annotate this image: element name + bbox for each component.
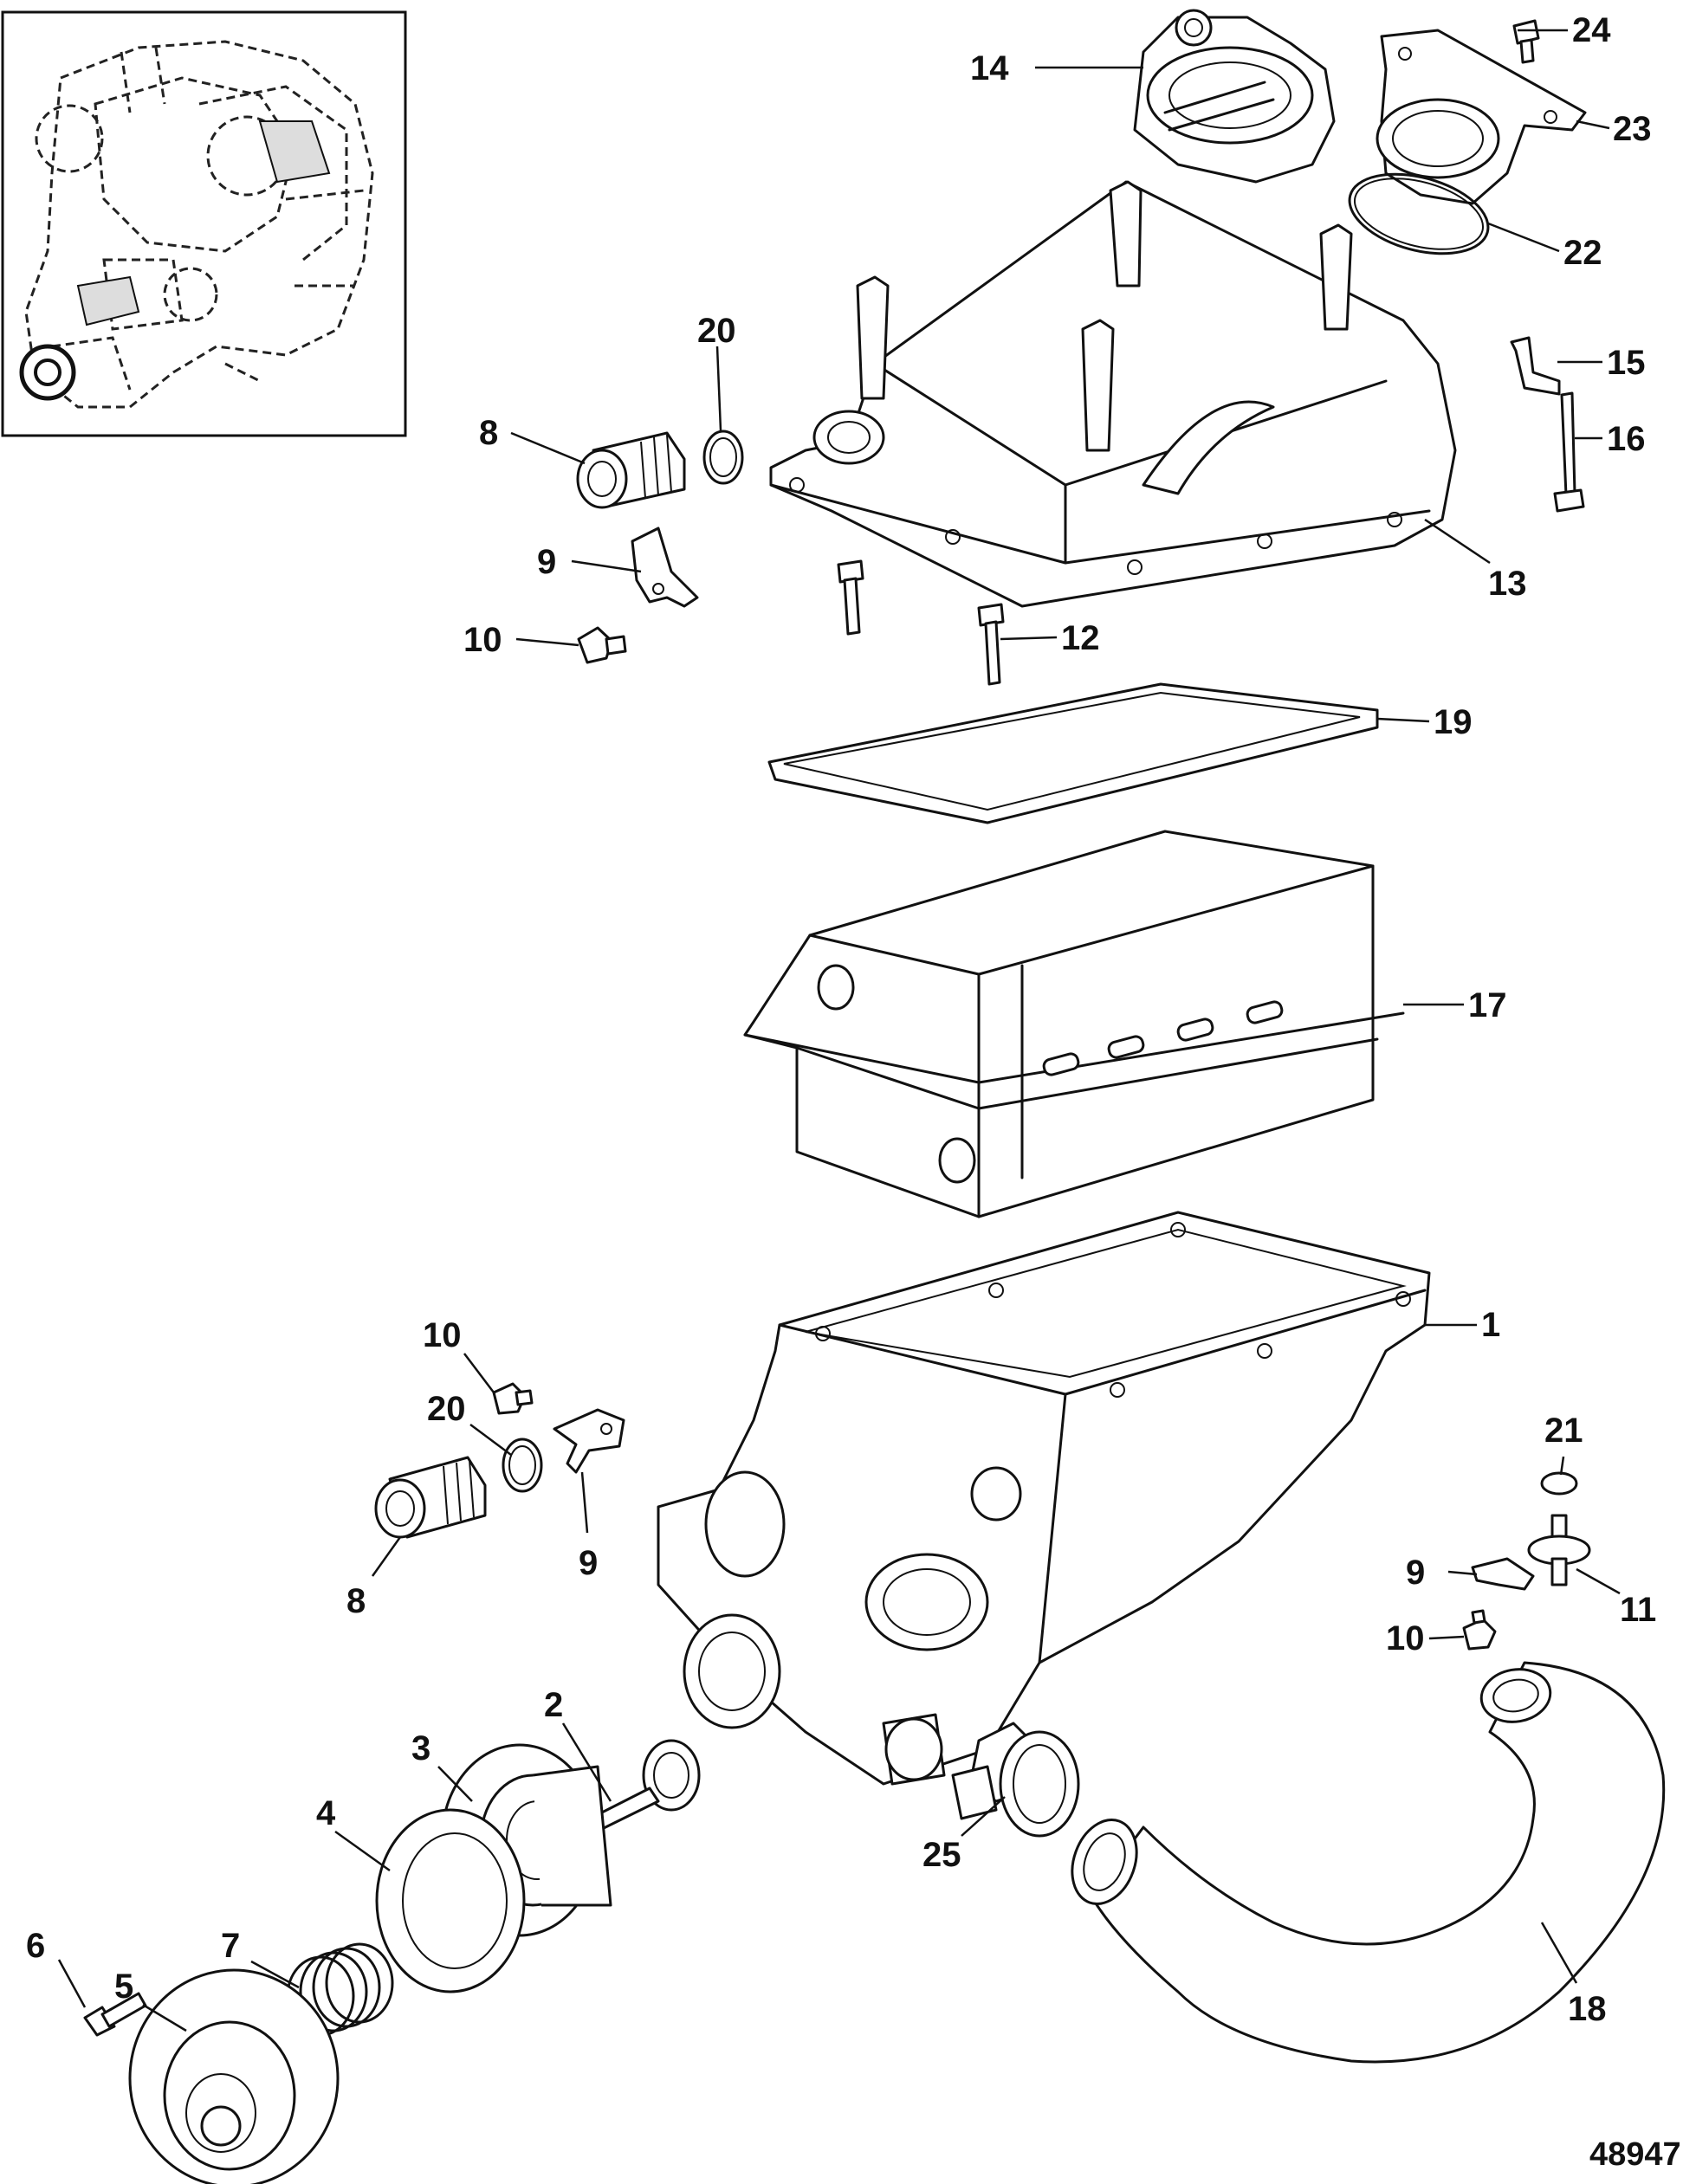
part-9-clip-right — [1471, 1557, 1535, 1591]
part-21-o-ring — [1540, 1471, 1578, 1496]
callout-4: 4 — [316, 1794, 336, 1832]
part-3-cover-housing — [440, 1743, 612, 1937]
part-18-hose — [1071, 1661, 1666, 2064]
leader-lines — [57, 29, 1621, 2032]
callout-10-right: 10 — [1386, 1619, 1425, 1657]
part-9-clip-upper — [631, 527, 699, 608]
callout-8-upper: 8 — [479, 414, 498, 452]
part-19-gasket — [767, 682, 1379, 824]
callout-6: 6 — [26, 1927, 45, 1965]
callout-14: 14 — [970, 49, 1009, 87]
callout-24: 24 — [1572, 11, 1611, 49]
callout-21: 21 — [1544, 1412, 1583, 1450]
part-13-cover — [769, 180, 1457, 608]
callout-22: 22 — [1563, 234, 1602, 272]
part-15-bracket — [1510, 336, 1561, 396]
callout-15: 15 — [1607, 344, 1646, 382]
part-11-sensor — [1527, 1514, 1591, 1586]
callout-18: 18 — [1568, 1990, 1607, 2028]
part-24-screw — [1512, 19, 1540, 64]
part-4-gasket — [375, 1808, 526, 1993]
callout-9-upper: 9 — [537, 543, 556, 581]
callout-17: 17 — [1468, 986, 1507, 1024]
callout-2: 2 — [544, 1686, 563, 1724]
callout-9-middle: 9 — [579, 1544, 598, 1582]
part-22-o-ring — [1348, 172, 1490, 255]
callout-12: 12 — [1061, 619, 1100, 657]
callout-3: 3 — [411, 1729, 430, 1767]
callout-19: 19 — [1434, 703, 1473, 741]
part-9-clip-middle — [553, 1408, 625, 1474]
part-25-sensor-clamp — [951, 1722, 1080, 1838]
callout-23: 23 — [1613, 110, 1652, 148]
part-14-throttle-body — [1133, 9, 1336, 184]
callout-11: 11 — [1620, 1591, 1656, 1629]
part-20-o-ring-lower — [502, 1438, 543, 1493]
engine-locator-inset — [1, 10, 407, 437]
callout-16: 16 — [1607, 420, 1646, 458]
part-10-screw-right — [1462, 1609, 1497, 1651]
callout-9-right: 9 — [1406, 1554, 1425, 1592]
callout-labels: 24 14 23 22 20 15 8 16 9 13 10 12 19 17 … — [26, 11, 1656, 2028]
figure-number: 48947 — [1589, 2136, 1681, 2173]
callout-13: 13 — [1488, 565, 1527, 603]
callout-20-lower: 20 — [427, 1390, 466, 1428]
engine-outline-icon — [19, 40, 374, 409]
callout-5: 5 — [114, 1968, 133, 2006]
part-20-o-ring-upper — [702, 430, 744, 485]
part-12-screw-pair — [837, 559, 1005, 686]
callout-1: 1 — [1481, 1306, 1500, 1344]
part-2-valve — [592, 1739, 701, 1831]
callout-25: 25 — [922, 1836, 961, 1874]
part-23-elbow-adapter — [1376, 29, 1587, 205]
part-5-end-cap — [128, 1968, 340, 2184]
part-8-hose-fitting-lower — [374, 1456, 487, 1539]
part-16-bolt — [1553, 391, 1585, 513]
callout-8-lower: 8 — [346, 1582, 366, 1620]
part-8-hose-fitting-upper — [576, 431, 686, 509]
part-1-intercooler-housing — [657, 1211, 1431, 1786]
part-17-intercooler-core — [743, 830, 1405, 1218]
callout-7: 7 — [221, 1927, 240, 1965]
part-10-screw-middle — [492, 1382, 534, 1415]
callout-10-upper: 10 — [463, 621, 502, 659]
part-10-screw-upper — [577, 626, 627, 664]
callout-20-upper: 20 — [697, 312, 736, 350]
callout-10-middle: 10 — [423, 1316, 462, 1354]
